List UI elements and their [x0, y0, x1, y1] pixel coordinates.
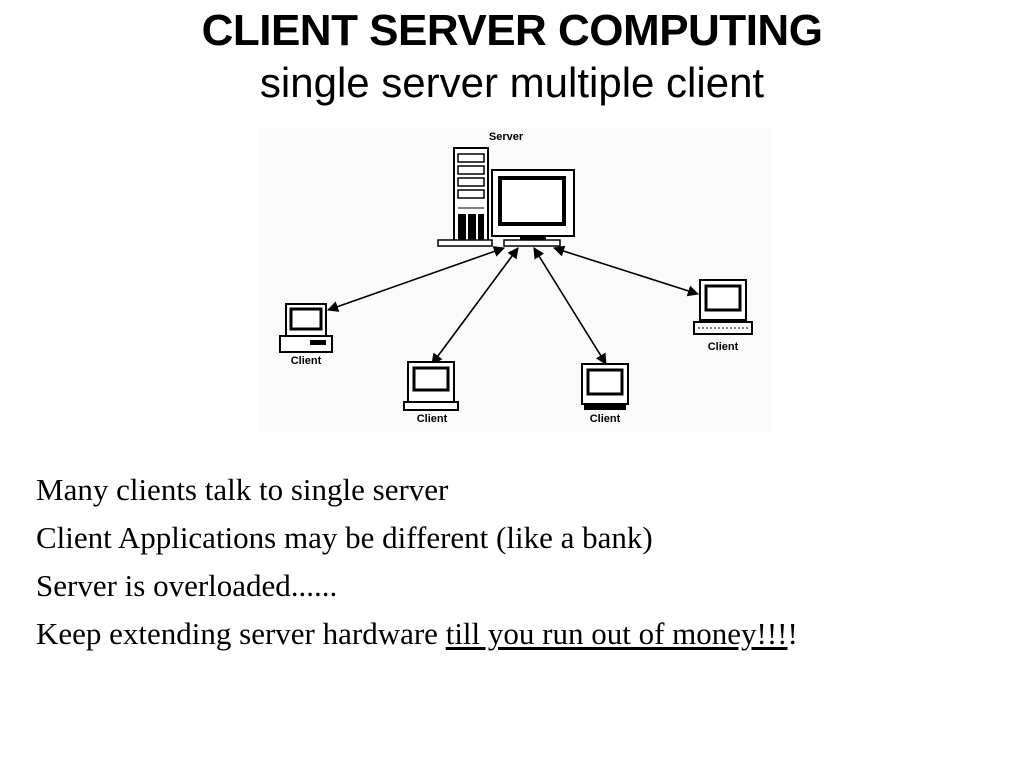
bullet-line: Client Applications may be different (li…	[36, 520, 653, 555]
server-monitor-icon	[491, 169, 575, 247]
client-label: Client	[417, 413, 448, 425]
server-label: Server	[489, 131, 524, 143]
bullet-line-money: Keep extending server hardware till you …	[36, 610, 1016, 658]
server-tower-icon	[437, 147, 493, 247]
bullet-list: Many clients talk to single server Clien…	[36, 466, 1016, 658]
title-block: CLIENT SERVER COMPUTING single server mu…	[0, 4, 1024, 108]
bullet-line: Many clients talk to single server	[36, 472, 449, 507]
client-computer-icon	[581, 363, 629, 410]
slide-title: CLIENT SERVER COMPUTING	[201, 6, 823, 55]
client-computer-icon	[403, 361, 459, 411]
bullet-text: Keep extending server hardware	[36, 616, 446, 651]
bullet-text-suffix: !	[787, 616, 798, 651]
connection-arrows	[326, 245, 700, 365]
client-computer-icon	[693, 279, 753, 335]
client-server-diagram: Server	[258, 128, 772, 432]
underlined-text: till you run out of money!!!	[445, 616, 788, 651]
client-label: Client	[708, 341, 739, 353]
client-label: Client	[291, 355, 322, 367]
client-computer-icon	[279, 303, 333, 353]
client-label: Client	[590, 413, 621, 425]
bullet-line: Server is overloaded......	[36, 568, 338, 603]
slide-subtitle: single server multiple client	[259, 59, 765, 106]
